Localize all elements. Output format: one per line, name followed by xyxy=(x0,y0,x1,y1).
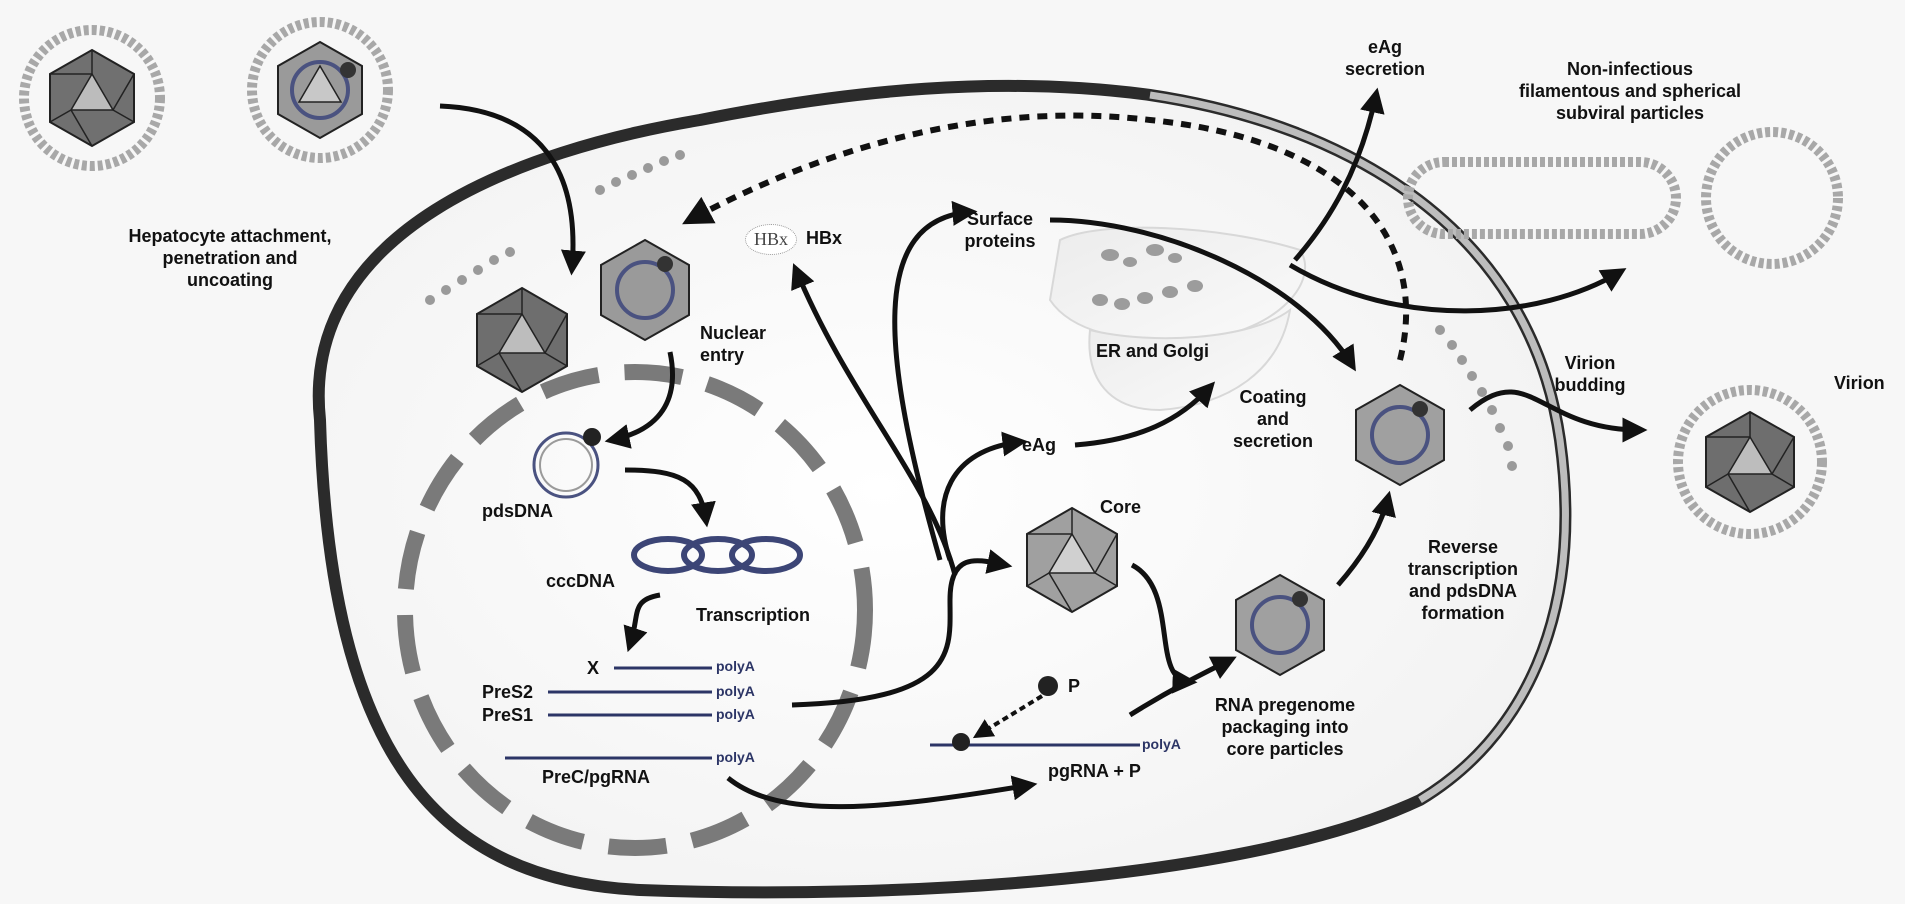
prec-pgrna-label: PreC/pgRNA xyxy=(542,766,650,788)
polya-x: polyA xyxy=(716,658,755,674)
cccdna-label: cccDNA xyxy=(546,570,615,592)
polymerase-p xyxy=(1038,676,1058,696)
attachment-label: Hepatocyte attachment, penetration and u… xyxy=(110,225,350,291)
pres2-transcript-label: PreS2 xyxy=(482,681,533,703)
core-label: Core xyxy=(1100,496,1141,518)
coating-label: Coating and secretion xyxy=(1218,386,1328,452)
reverse-transcription-label: Reverse transcription and pdsDNA formati… xyxy=(1398,536,1528,624)
packaging-label: RNA pregenome packaging into core partic… xyxy=(1200,694,1370,760)
polymerase-on-pgrna xyxy=(952,733,970,751)
virion-budding-label: Virion budding xyxy=(1540,352,1640,396)
x-transcript-label: X xyxy=(587,657,599,679)
surface-proteins-label: Surface proteins xyxy=(940,208,1060,252)
p-label: P xyxy=(1068,675,1080,697)
polya-pres2: polyA xyxy=(716,683,755,699)
transcription-label: Transcription xyxy=(696,604,810,626)
eag-label: eAg xyxy=(1022,434,1056,456)
virion-label: Virion xyxy=(1834,372,1885,394)
er-golgi-label: ER and Golgi xyxy=(1096,340,1209,362)
noninfectious-label: Non-infectious filamentous and spherical… xyxy=(1490,58,1770,124)
spherical-particle xyxy=(1706,132,1838,264)
polya-pgrna: polyA xyxy=(1142,736,1181,752)
polya-pres1: polyA xyxy=(716,706,755,722)
pdsdna-label: pdsDNA xyxy=(482,500,553,522)
incoming-particle-empty xyxy=(24,30,160,166)
eag-secretion-label: eAg secretion xyxy=(1330,36,1440,80)
pres1-transcript-label: PreS1 xyxy=(482,704,533,726)
pgrna-p-label: pgRNA + P xyxy=(1048,760,1141,782)
incoming-particle-virion xyxy=(252,22,388,158)
released-virion xyxy=(1678,390,1822,534)
nuclear-entry-label: Nuclear entry xyxy=(700,322,766,366)
hbx-protein-oval: HBx xyxy=(745,224,797,255)
cell-membrane xyxy=(319,86,1566,892)
polya-prec: polyA xyxy=(716,749,755,765)
hbx-label: HBx xyxy=(806,227,842,249)
